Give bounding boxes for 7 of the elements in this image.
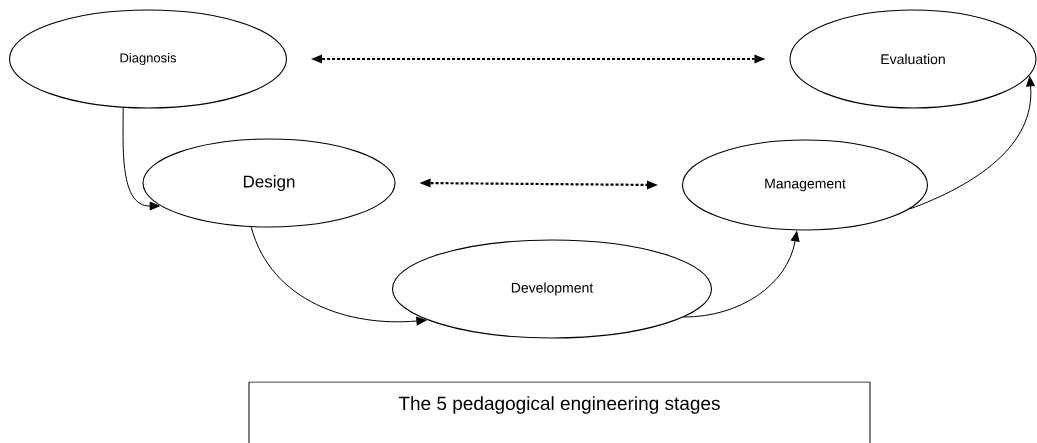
arrow xyxy=(122,107,160,211)
arrow xyxy=(419,178,658,190)
arrow xyxy=(250,226,427,326)
arrow xyxy=(908,76,1035,210)
caption-box: The 5 pedagogical engineering stages xyxy=(248,381,871,443)
arrow xyxy=(311,54,766,64)
arrow xyxy=(683,231,800,318)
